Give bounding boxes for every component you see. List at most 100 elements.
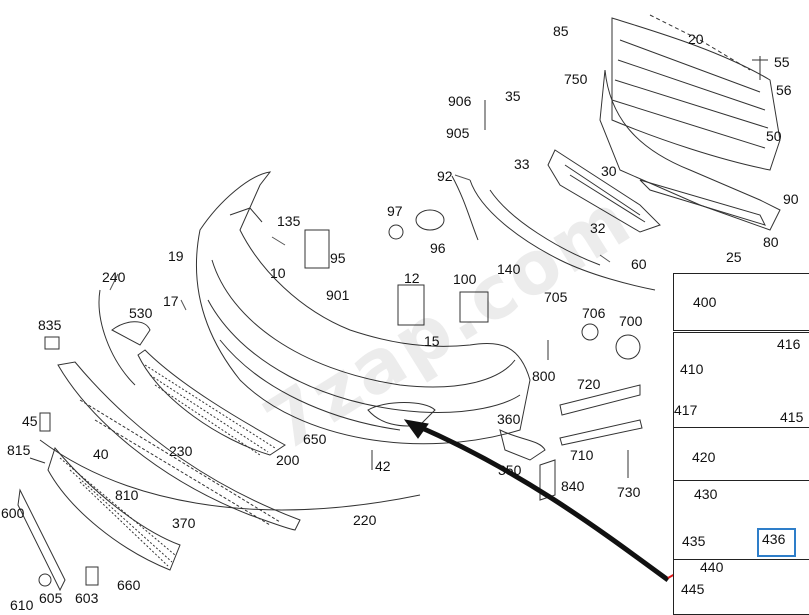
trim-710 (559, 419, 643, 446)
label-800[interactable]: 800 (532, 368, 556, 384)
label-100[interactable]: 100 (453, 271, 477, 287)
label-730[interactable]: 730 (617, 484, 641, 500)
label-10[interactable]: 10 (270, 265, 286, 281)
label-720[interactable]: 720 (577, 376, 601, 392)
label-25[interactable]: 25 (726, 249, 742, 265)
label-85[interactable]: 85 (553, 23, 569, 39)
bracket-100 (459, 291, 489, 323)
label-835[interactable]: 835 (38, 317, 62, 333)
label-750[interactable]: 750 (564, 71, 588, 87)
label-12[interactable]: 12 (404, 270, 420, 286)
trim-720 (559, 384, 641, 416)
bracket-95 (304, 229, 330, 269)
label-230[interactable]: 230 (169, 443, 193, 459)
mesh-810 (47, 446, 181, 571)
plate-600 (17, 488, 66, 592)
label-370[interactable]: 370 (172, 515, 196, 531)
label-610[interactable]: 610 (10, 597, 34, 613)
label-417[interactable]: 417 (674, 402, 698, 418)
spoiler-40 (57, 361, 301, 531)
label-400[interactable]: 400 (693, 294, 717, 310)
label-445[interactable]: 445 (681, 581, 705, 597)
label-815[interactable]: 815 (7, 442, 31, 458)
panel-420[interactable] (673, 427, 809, 481)
label-901[interactable]: 901 (326, 287, 350, 303)
absorber-30 (547, 149, 661, 233)
cap-706 (581, 323, 599, 341)
label-415[interactable]: 415 (780, 409, 804, 425)
label-90[interactable]: 90 (783, 191, 799, 207)
part-350 (499, 429, 546, 461)
label-410[interactable]: 410 (680, 361, 704, 377)
label-80[interactable]: 80 (763, 234, 779, 250)
label-705[interactable]: 705 (544, 289, 568, 305)
label-706[interactable]: 706 (582, 305, 606, 321)
label-140[interactable]: 140 (497, 261, 521, 277)
panel-440-445[interactable] (673, 559, 809, 615)
grille-230 (137, 349, 286, 456)
clip-835 (44, 336, 60, 350)
label-60[interactable]: 60 (631, 256, 647, 272)
label-45[interactable]: 45 (22, 413, 38, 429)
label-906[interactable]: 906 (448, 93, 472, 109)
label-436[interactable]: 436 (762, 531, 786, 547)
label-905[interactable]: 905 (446, 125, 470, 141)
label-430[interactable]: 430 (694, 486, 718, 502)
sensor-96 (415, 209, 445, 231)
pointer-arrow (414, 422, 670, 583)
label-840[interactable]: 840 (561, 478, 585, 494)
label-97[interactable]: 97 (387, 203, 403, 219)
panel-400[interactable] (673, 273, 809, 331)
lamp-700 (615, 334, 641, 360)
label-17[interactable]: 17 (163, 293, 179, 309)
label-605[interactable]: 605 (39, 590, 63, 606)
label-40[interactable]: 40 (93, 446, 109, 462)
label-710[interactable]: 710 (570, 447, 594, 463)
label-35[interactable]: 35 (505, 88, 521, 104)
label-15[interactable]: 15 (424, 333, 440, 349)
label-19[interactable]: 19 (168, 248, 184, 264)
label-350[interactable]: 350 (498, 462, 522, 478)
panel-410-417[interactable] (673, 332, 809, 428)
label-440[interactable]: 440 (700, 559, 724, 575)
label-420[interactable]: 420 (692, 449, 716, 465)
label-660[interactable]: 660 (117, 577, 141, 593)
label-700[interactable]: 700 (619, 313, 643, 329)
label-135[interactable]: 135 (277, 213, 301, 229)
label-33[interactable]: 33 (514, 156, 530, 172)
label-20[interactable]: 20 (688, 31, 704, 47)
label-416[interactable]: 416 (777, 336, 801, 352)
label-603[interactable]: 603 (75, 590, 99, 606)
bracket-12 (397, 284, 425, 326)
label-42[interactable]: 42 (375, 458, 391, 474)
label-95[interactable]: 95 (330, 250, 346, 266)
ring-97 (388, 224, 404, 240)
label-220[interactable]: 220 (353, 512, 377, 528)
label-435[interactable]: 435 (682, 533, 706, 549)
fog-trim-650 (367, 402, 436, 427)
label-30[interactable]: 30 (601, 163, 617, 179)
label-55[interactable]: 55 (774, 54, 790, 70)
label-600[interactable]: 600 (1, 505, 25, 521)
clip-45 (39, 412, 51, 432)
strip-240 (98, 289, 136, 386)
label-530[interactable]: 530 (129, 305, 153, 321)
screw-610 (38, 573, 52, 587)
bumper-cover-10 (195, 171, 531, 445)
label-200[interactable]: 200 (276, 452, 300, 468)
carrier-20 (599, 14, 781, 231)
label-650[interactable]: 650 (303, 431, 327, 447)
clip-660 (85, 566, 99, 586)
highlight-436[interactable] (757, 528, 796, 557)
label-56[interactable]: 56 (776, 82, 792, 98)
label-810[interactable]: 810 (115, 487, 139, 503)
harness-60 (469, 179, 656, 291)
label-50[interactable]: 50 (766, 128, 782, 144)
label-32[interactable]: 32 (590, 220, 606, 236)
trim-220 (39, 439, 421, 511)
label-96[interactable]: 96 (430, 240, 446, 256)
label-360[interactable]: 360 (497, 411, 521, 427)
part-530 (111, 321, 151, 346)
label-240[interactable]: 240 (102, 269, 126, 285)
label-92[interactable]: 92 (437, 168, 453, 184)
